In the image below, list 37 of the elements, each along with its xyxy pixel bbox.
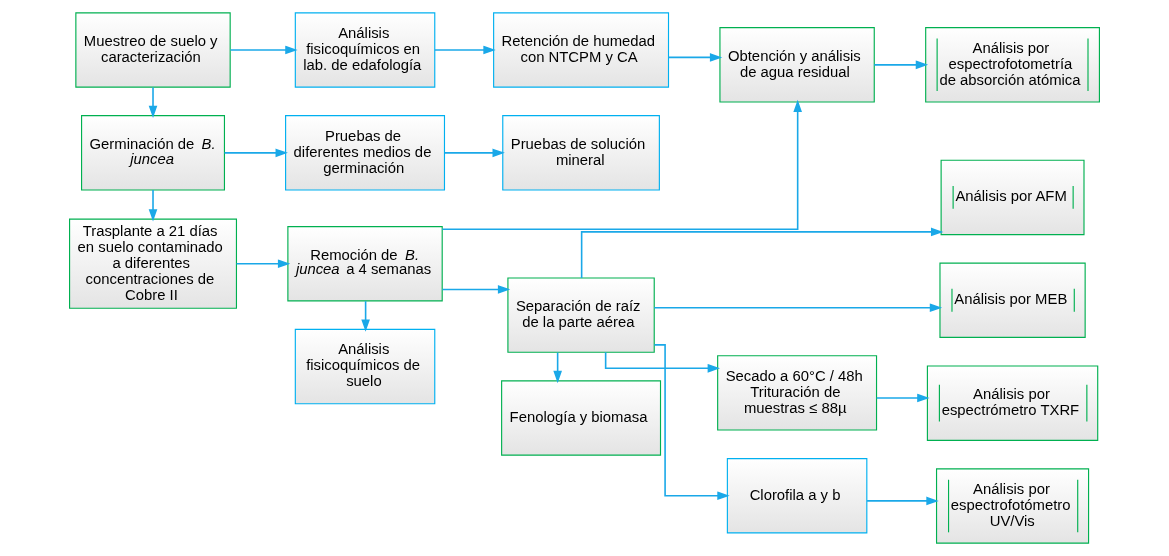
arrow	[148, 189, 158, 222]
node-box: Secado a 60°C / 48h Trituración de muestras ≤ 88µ	[717, 355, 878, 431]
node-box: Análisis por MEB	[939, 262, 1086, 338]
arrow	[580, 227, 944, 279]
node-box: Muestreo de suelo y caracterización	[75, 12, 231, 88]
arrow	[441, 99, 802, 231]
node-box: Pruebas de diferentes medios de germinación	[285, 115, 446, 191]
arrow	[443, 148, 505, 158]
arrow	[653, 344, 730, 501]
node-box: Análisis por AFM	[940, 159, 1085, 236]
node-box: Análisis por espectrofotómetro UV/Vis	[935, 468, 1090, 544]
node-box: Clorofila a y b	[726, 458, 868, 534]
arrow	[866, 496, 939, 506]
node-box: Retención de humedad con NTCPM y CA	[493, 12, 670, 88]
arrow	[875, 393, 930, 403]
node-box: Germinación de B. juncea	[81, 115, 225, 191]
node-box: Análisis fisicoquímicos de suelo	[294, 328, 436, 405]
node-box: Separación de raíz de la parte aérea	[507, 277, 655, 353]
node-box: Análisis por espectrofotometría de absorción atómica	[925, 27, 1100, 103]
arrow	[434, 45, 496, 55]
arrow	[873, 60, 929, 70]
node-box: Análisis fisicoquímicos en lab. de edafología	[294, 12, 436, 88]
arrow	[667, 53, 723, 62]
node-box: Análisis por espectrómetro TXRF	[926, 365, 1099, 441]
node-box: Trasplante a 21 días en suelo contaminado a diferentes concentraciones de Cobre II	[69, 218, 237, 309]
node-box: Fenología y biomasa	[501, 380, 662, 456]
arrow	[441, 285, 511, 294]
arrow	[223, 148, 288, 158]
arrow	[229, 45, 298, 55]
arrow	[148, 86, 158, 119]
node-box: Pruebas de solución mineral	[502, 115, 660, 191]
arrow	[653, 303, 943, 313]
node-box: Remoción de B. juncea a 4 semanas	[287, 226, 443, 302]
arrow	[361, 300, 370, 332]
arrow	[553, 351, 562, 384]
node-box: Obtención y análisis de agua residual	[719, 27, 875, 103]
arrow	[235, 259, 291, 269]
